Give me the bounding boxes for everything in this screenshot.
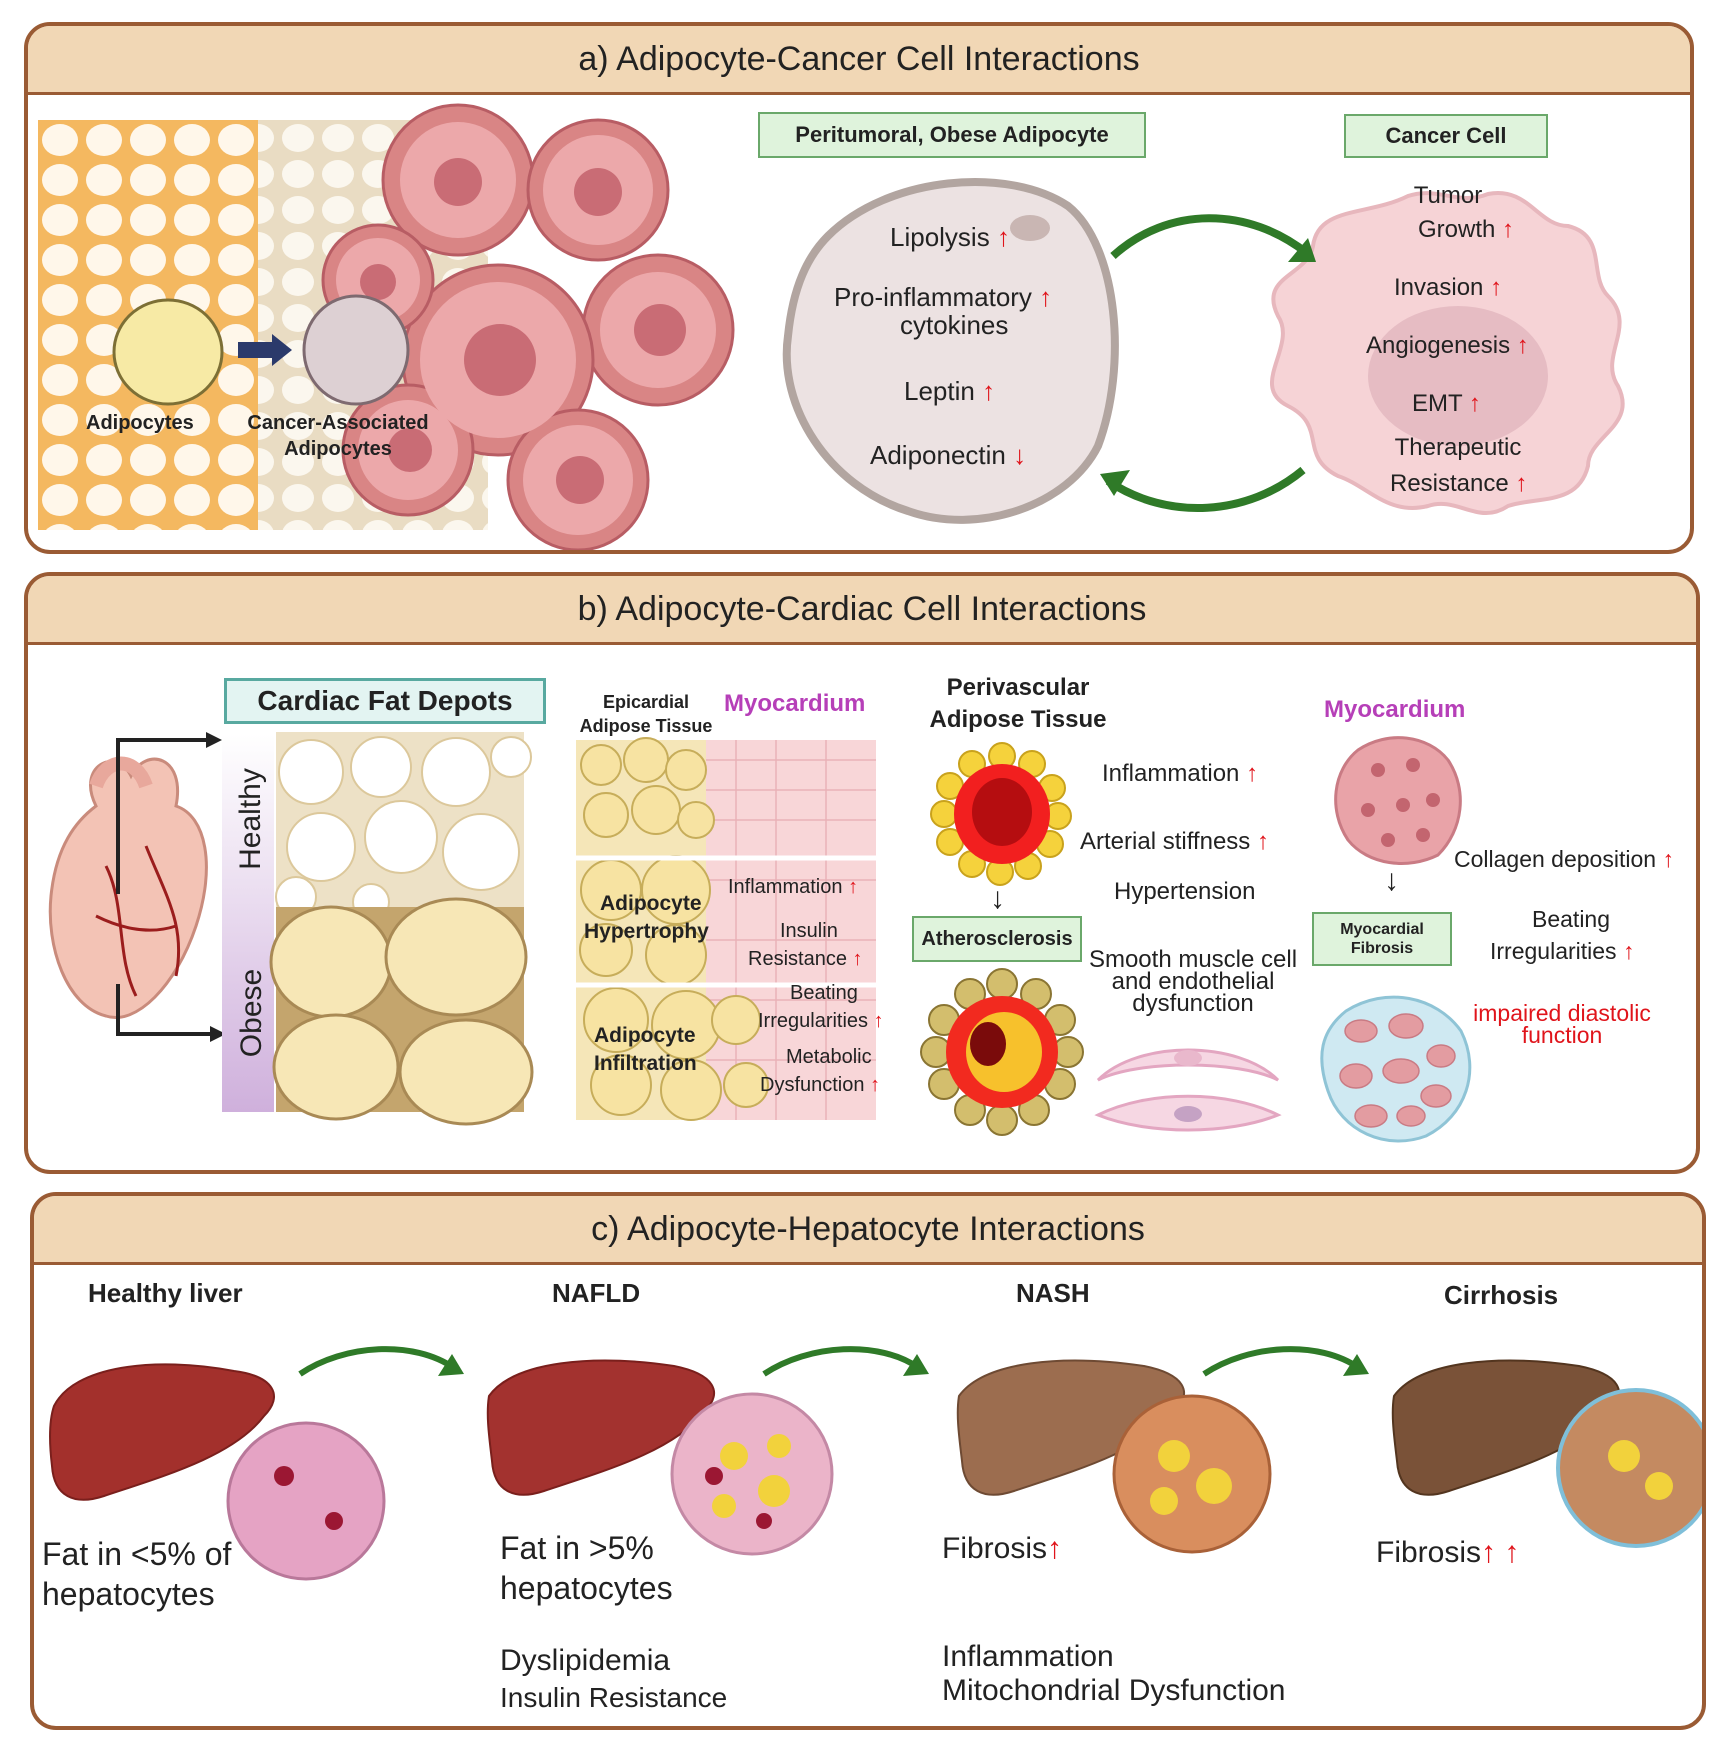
pvat-label-2: Adipose Tissue xyxy=(929,706,1107,733)
nash-fibrosis-text: Fibrosis↑ xyxy=(942,1532,1063,1565)
inflammation-label-1: Inflammation ↑ xyxy=(728,876,859,898)
invasion-label: Invasion ↑ xyxy=(1394,274,1503,301)
angiogenesis-label: Angiogenesis ↑ xyxy=(1366,332,1529,359)
arterial-stiffness-label: Arterial stiffness ↑ xyxy=(1080,828,1269,855)
adipocyte-cancer-cycle xyxy=(782,178,1625,524)
leptin-label: Leptin ↑ xyxy=(904,376,996,406)
myocardial-fibrosis-2: Fibrosis xyxy=(1350,940,1414,957)
smooth-muscle-label-2: and endothelial xyxy=(1111,968,1275,995)
smooth-muscle-label-1: Smooth muscle cell xyxy=(1088,946,1298,973)
lipolysis-label: Lipolysis ↑ xyxy=(890,222,1010,252)
dyslipidemia-text: Dyslipidemia xyxy=(500,1644,671,1677)
nash-mito-text: Mitochondrial Dysfunction xyxy=(942,1674,1286,1707)
myocardium-label-1: Myocardium xyxy=(724,690,866,717)
down-arrow-1: ↓ xyxy=(990,882,1005,915)
nash-inflammation-text: Inflammation xyxy=(942,1640,1114,1673)
atherosclerosis-box: Atherosclerosis xyxy=(912,916,1082,962)
irregularities-label-2: Irregularities ↑ xyxy=(1490,938,1635,964)
smooth-muscle-cells-icon xyxy=(1094,1048,1282,1132)
panel-c: c) Adipocyte-Hepatocyte Interactions Hea… xyxy=(30,1192,1706,1730)
beating-label: Beating xyxy=(790,982,858,1004)
stage-nash: NASH xyxy=(1016,1278,1090,1308)
peritumoral-adipocyte-box: Peritumoral, Obese Adipocyte xyxy=(758,112,1146,158)
vessel-atherosclerosis-icon xyxy=(920,968,1084,1136)
healthy-fat-text-1: Fat in <5% of xyxy=(42,1536,232,1572)
nafld-fat-text-2: hepatocytes xyxy=(500,1570,673,1606)
stage-healthy-liver: Healthy liver xyxy=(88,1278,243,1308)
adiponectin-label: Adiponectin ↓ xyxy=(870,440,1027,470)
metabolic-dysfunction-label: Dysfunction ↑ xyxy=(760,1074,881,1096)
impaired-diastolic-2: function xyxy=(1521,1022,1603,1048)
insulin-resistance-text: Insulin Resistance xyxy=(500,1682,728,1713)
irregularities-label: Irregularities ↑ xyxy=(758,1010,884,1032)
metabolic-label: Metabolic xyxy=(786,1046,872,1068)
beating-label-2: Beating xyxy=(1532,906,1611,932)
epicardial-myocardium-tissue xyxy=(576,737,876,1121)
panel-a: a) Adipocyte-Cancer Cell Interactions xyxy=(24,22,1694,554)
cardiac-fat-depots-box: Cardiac Fat Depots xyxy=(224,678,546,724)
adipocyte-infiltration-2: Infiltration xyxy=(594,1052,697,1075)
down-arrow-2: ↓ xyxy=(1384,864,1399,897)
myocardium-healthy-icon xyxy=(1334,736,1462,865)
inflammation-label-2: Inflammation ↑ xyxy=(1102,760,1259,787)
adipocytes-label: Adipocytes xyxy=(86,412,194,434)
growth-label: Growth ↑ xyxy=(1418,216,1515,243)
caa-label-2: Adipocytes xyxy=(284,438,392,460)
hypertension-label: Hypertension xyxy=(1114,878,1256,905)
adipose-tissue-illustration xyxy=(38,103,735,550)
obese-label: Obese xyxy=(235,968,268,1058)
liver-progression-illustration xyxy=(48,1346,1702,1581)
panel-a-title: a) Adipocyte-Cancer Cell Interactions xyxy=(28,26,1690,95)
adipocyte-infiltration-1: Adipocyte xyxy=(594,1024,696,1047)
cytokines-label: cytokines xyxy=(900,310,1009,340)
caa-label-1: Cancer-Associated xyxy=(247,412,429,434)
therapeutic-label: Therapeutic xyxy=(1394,434,1522,461)
healthy-fat-text-2: hepatocytes xyxy=(42,1576,215,1612)
vessel-healthy-icon xyxy=(930,742,1072,886)
insulin-label: Insulin xyxy=(780,920,838,942)
heart-icon xyxy=(48,756,208,1019)
cirrhosis-fibrosis-text: Fibrosis↑ ↑ xyxy=(1376,1536,1520,1569)
myocardial-fibrosis-box: Myocardial Fibrosis xyxy=(1312,912,1452,966)
myocardium-fibrotic-icon xyxy=(1320,995,1472,1143)
epicardial-label-2: Adipose Tissue xyxy=(579,716,713,736)
cancer-cell-box: Cancer Cell xyxy=(1344,114,1548,158)
healthy-obese-bar xyxy=(222,734,274,1112)
adipocyte-hypertrophy-1: Adipocyte xyxy=(600,892,702,915)
smooth-muscle-label-3: dysfunction xyxy=(1132,990,1254,1017)
panel-b: b) Adipocyte-Cardiac Cell Interactions C… xyxy=(24,572,1700,1174)
emt-label: EMT ↑ xyxy=(1412,390,1481,417)
proinflammatory-label: Pro-inflammatory ↑ xyxy=(834,282,1053,312)
healthy-label: Healthy xyxy=(234,768,267,870)
myocardial-fibrosis-1: Myocardial xyxy=(1340,921,1424,938)
myocardium-label-2: Myocardium xyxy=(1324,696,1466,723)
stage-nafld: NAFLD xyxy=(552,1278,641,1308)
impaired-diastolic-1: impaired diastolic xyxy=(1473,1000,1651,1026)
nafld-fat-text-1: Fat in >5% xyxy=(500,1530,654,1566)
pvat-label-1: Perivascular xyxy=(946,674,1090,701)
panel-b-title: b) Adipocyte-Cardiac Cell Interactions xyxy=(28,576,1696,645)
branch-arrows xyxy=(116,732,226,1042)
healthy-obese-tissue xyxy=(269,732,534,1126)
epicardial-label-1: Epicardial xyxy=(602,692,690,712)
resistance-label: Resistance ↑ xyxy=(1390,470,1528,497)
adipocyte-hypertrophy-2: Hypertrophy xyxy=(584,920,709,943)
tumor-label: Tumor xyxy=(1413,182,1483,209)
insulin-resistance-label: Resistance ↑ xyxy=(748,948,863,970)
stage-cirrhosis: Cirrhosis xyxy=(1444,1280,1559,1310)
collagen-label: Collagen deposition ↑ xyxy=(1454,846,1674,872)
panel-c-title: c) Adipocyte-Hepatocyte Interactions xyxy=(34,1196,1702,1265)
